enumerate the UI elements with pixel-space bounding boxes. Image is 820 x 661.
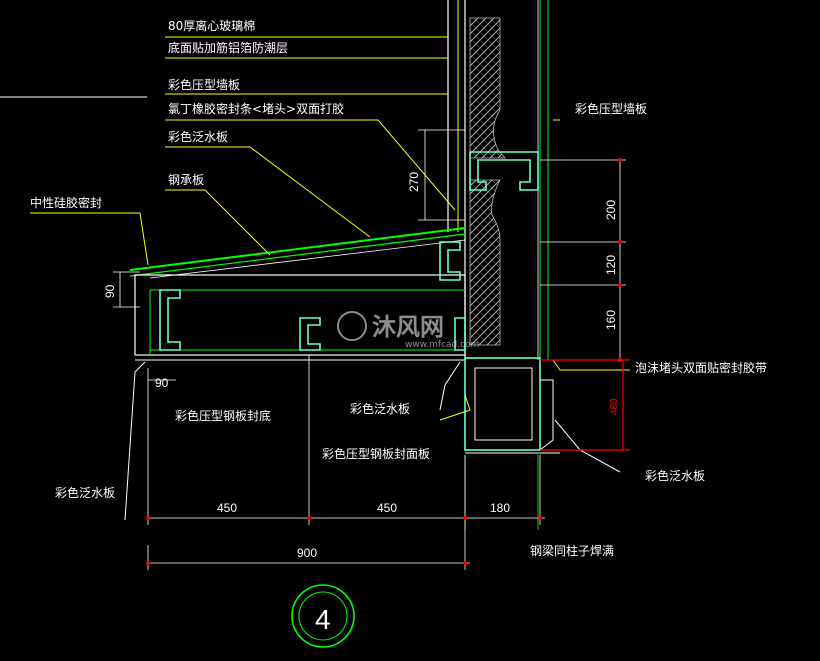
dim-90-side: 90 <box>103 284 117 298</box>
label-wall-panel-right: 彩色压型墙板 <box>575 102 647 116</box>
dim-200: 200 <box>604 200 618 220</box>
label-insulation: 80厚离心玻璃棉 <box>168 18 255 33</box>
dim-450-a: 450 <box>217 501 237 515</box>
detail-circle-outer <box>291 584 355 648</box>
label-neoprene: 氯丁橡胶密封条<堵头>双面打胶 <box>168 101 344 116</box>
label-flashing-mid: 彩色泛水板 <box>350 402 410 416</box>
dim-120: 120 <box>604 255 618 275</box>
dim-270: 270 <box>407 172 421 192</box>
canopy-outline <box>134 274 466 361</box>
label-soffit-panel: 彩色压型钢板封底 <box>175 408 271 423</box>
label-foam-tape: 泡沫堵头双面贴密封胶带 <box>635 360 767 375</box>
label-weld-note: 钢梁同柱子焊满 <box>530 543 614 558</box>
label-flashing-left: 彩色泛水板 <box>55 486 115 500</box>
label-flashing-right: 彩色泛水板 <box>645 469 705 483</box>
detail-number: 4 <box>315 604 331 635</box>
label-foil-layer: 底面贴加筋铝箔防潮层 <box>168 40 288 55</box>
dimension-red <box>540 359 630 451</box>
purlin-upper <box>469 151 539 191</box>
dim-900: 900 <box>297 546 317 560</box>
label-flashing-top: 彩色泛水板 <box>168 130 228 144</box>
flashing-lines <box>124 361 621 521</box>
watermark-url: www.mfcad.com <box>405 340 479 350</box>
leader-lines <box>30 36 630 421</box>
watermark: 沐风网 www.mfcad.com <box>337 311 479 350</box>
bearing-plate <box>129 227 466 279</box>
label-wall-panel-top: 彩色压型墙板 <box>168 78 240 92</box>
label-bearing-plate: 钢承板 <box>168 173 204 187</box>
box-beam <box>464 357 560 454</box>
detail-circle-inner <box>298 591 348 641</box>
grid-verticals <box>464 455 539 530</box>
dim-180: 180 <box>490 501 510 515</box>
dim-160: 160 <box>604 310 618 330</box>
dim-450-b: 450 <box>377 501 397 515</box>
canopy-purlins <box>159 241 466 351</box>
watermark-main: 沐风网 <box>372 313 444 341</box>
dim-480: 480 <box>609 398 620 415</box>
dim-90-bottom: 90 <box>155 376 169 390</box>
label-neutral-silicone: 中性硅胶密封 <box>30 195 102 210</box>
insulation-hatch <box>469 17 506 346</box>
label-face-panel: 彩色压型钢板封面板 <box>322 447 430 461</box>
dimension-ticks <box>146 158 622 565</box>
